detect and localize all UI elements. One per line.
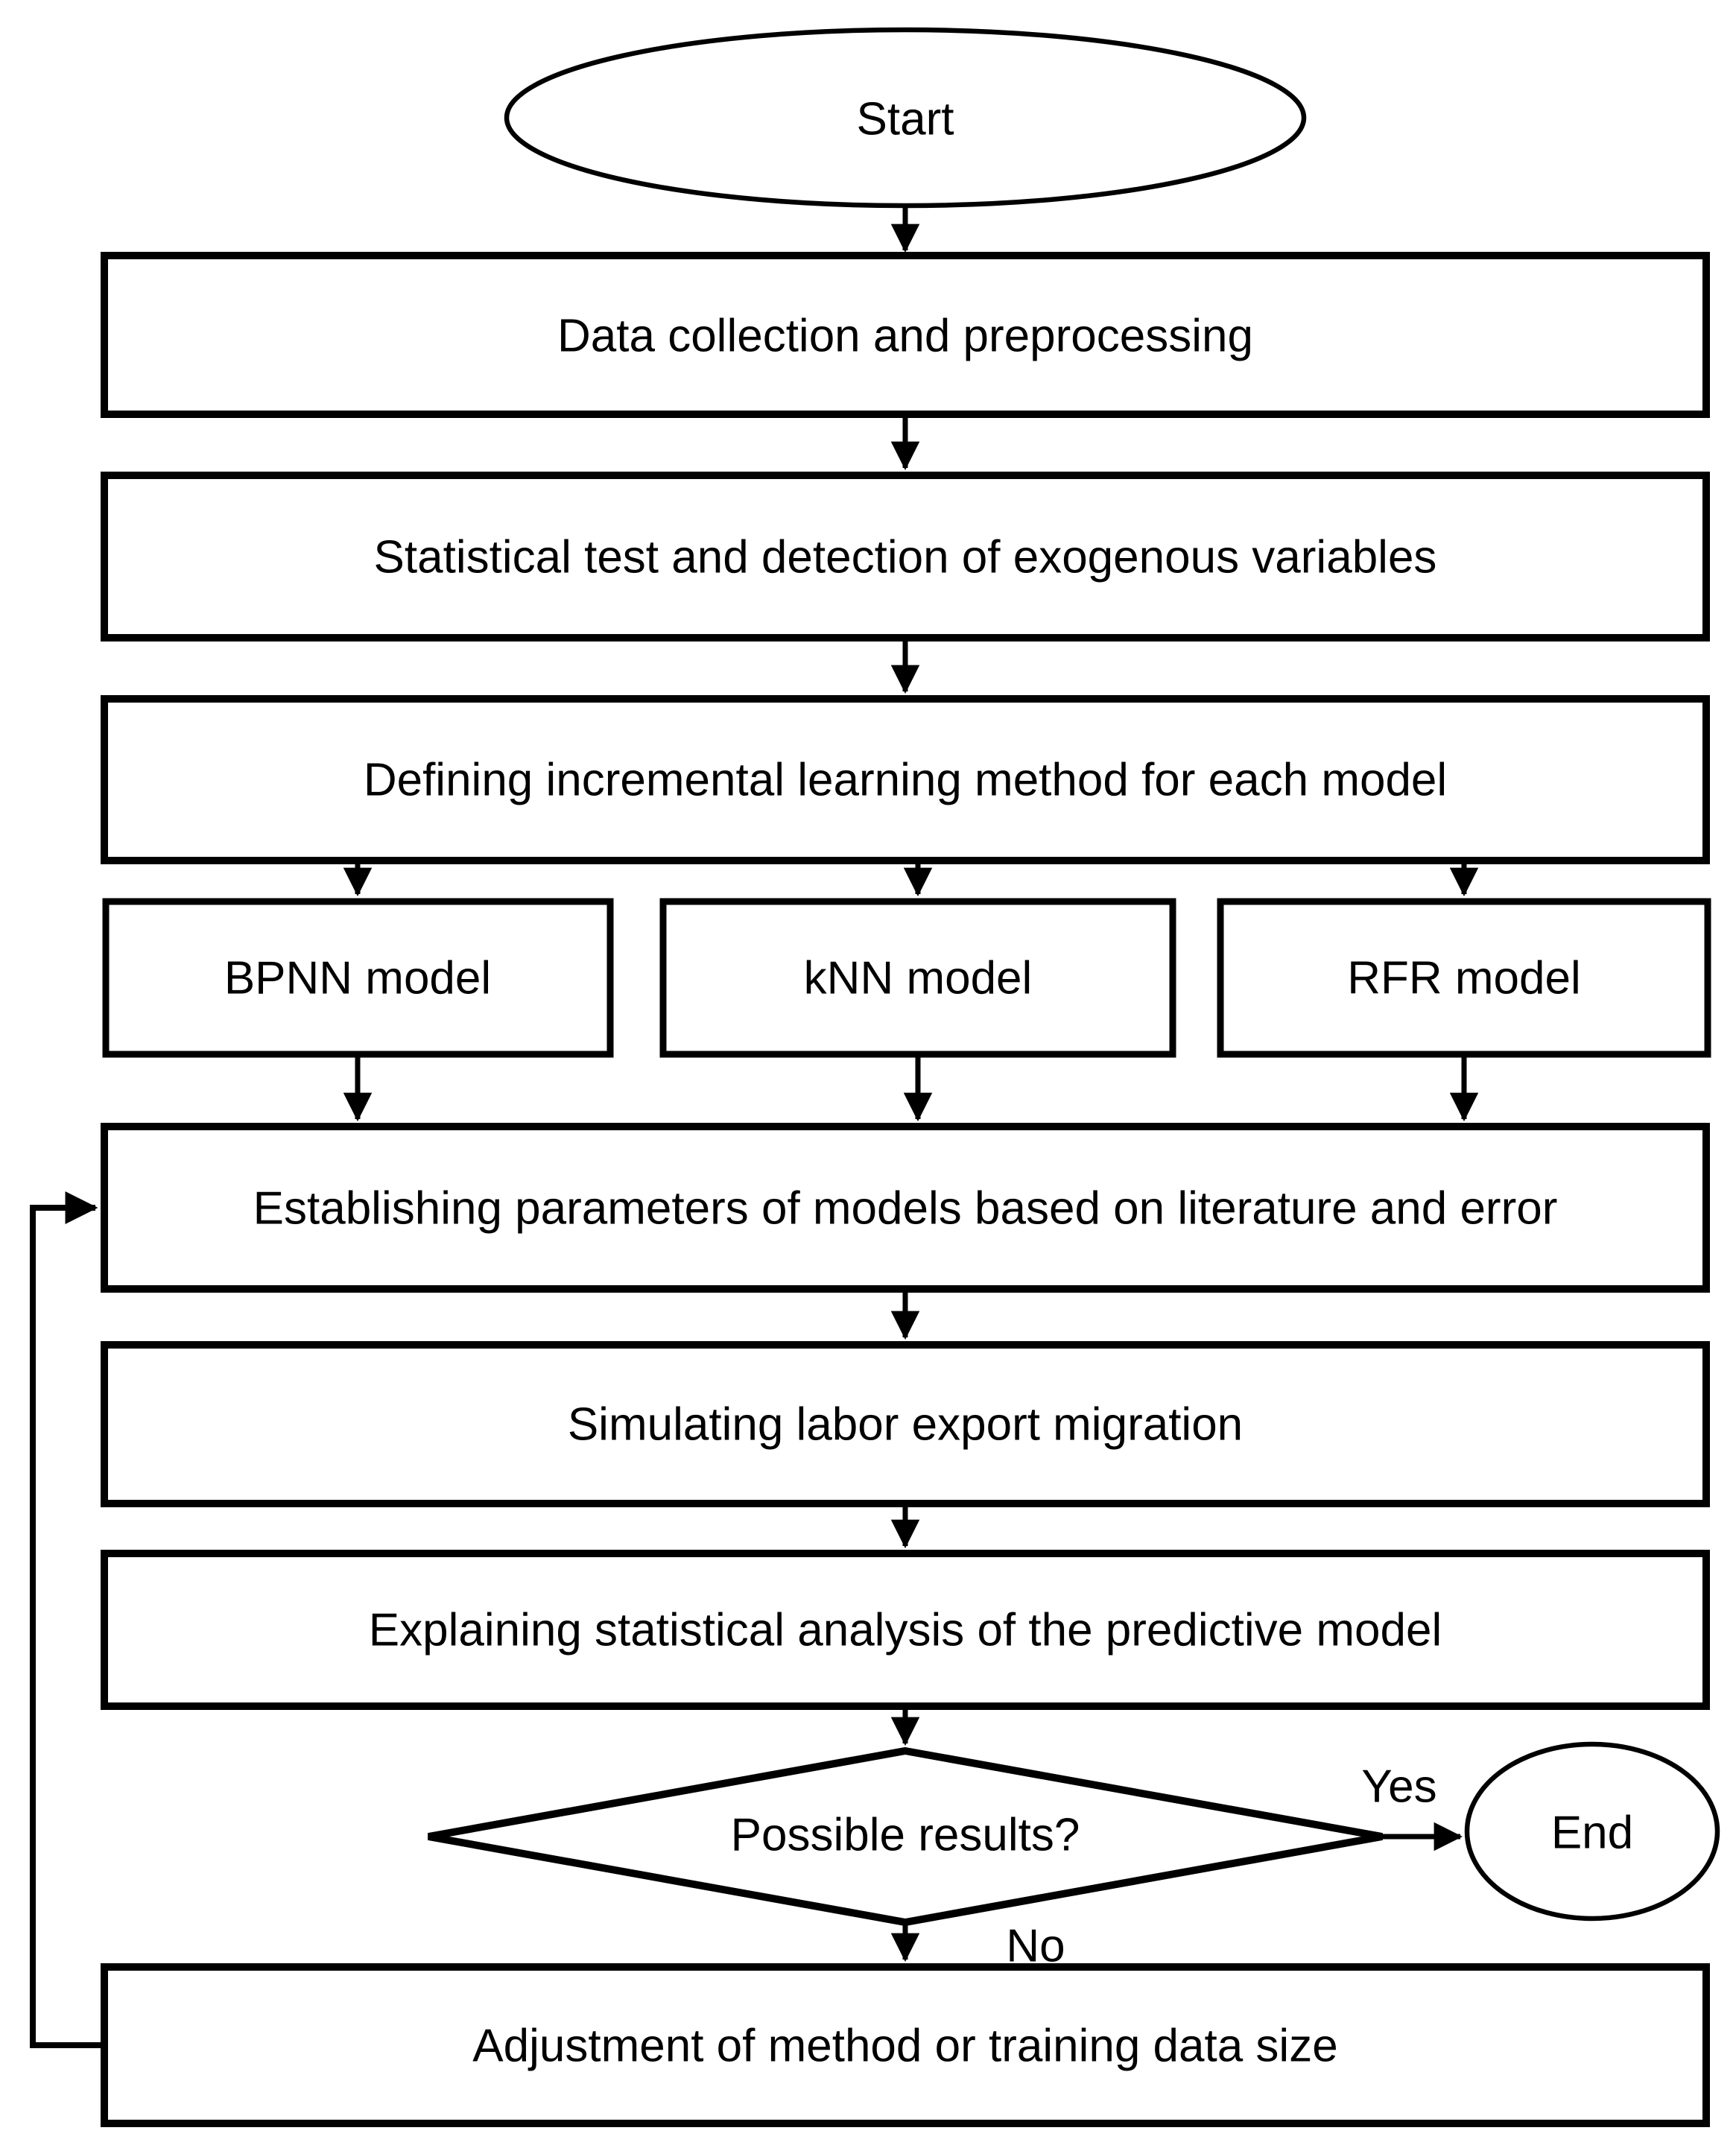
edge-adjustment-loop-to-establish-parameters <box>30 1191 104 2048</box>
process-establish-parameters <box>101 1123 1710 1293</box>
process-define-incremental <box>101 695 1710 864</box>
decision-possible-results-label: Possible results? <box>731 1810 1080 1861</box>
end-node-label: End <box>1551 1808 1633 1859</box>
process-statistical-test <box>101 472 1710 642</box>
process-adjustment-label: Adjustment of method or training data si… <box>472 2021 1337 2072</box>
process-explain-analysis-label: Explaining statistical analysis of the p… <box>369 1605 1442 1656</box>
process-knn-model-label: kNN model <box>804 953 1033 1004</box>
decision-possible-results <box>428 1746 1383 1927</box>
start-node-label: Start <box>857 94 954 145</box>
process-bpnn-model-label: BPNN model <box>224 953 491 1004</box>
yes-edge-label: Yes <box>1361 1761 1436 1813</box>
process-simulate-migration <box>101 1341 1710 1507</box>
process-establish-parameters-label: Establishing parameters of models based … <box>253 1183 1558 1235</box>
process-bpnn-model <box>102 898 614 1058</box>
process-define-incremental-label: Defining incremental learning method for… <box>364 755 1447 806</box>
process-explain-analysis <box>101 1550 1710 1710</box>
process-rfr-model-label: RFR model <box>1347 953 1581 1004</box>
process-data-collection-label: Data collection and preprocessing <box>557 311 1253 362</box>
end-node <box>1464 1741 1720 1922</box>
process-adjustment <box>101 1963 1710 2127</box>
process-data-collection <box>101 252 1710 418</box>
process-knn-model <box>659 898 1176 1058</box>
process-rfr-model <box>1217 898 1711 1058</box>
process-simulate-migration-label: Simulating labor export migration <box>568 1399 1243 1451</box>
process-statistical-test-label: Statistical test and detection of exogen… <box>374 532 1437 583</box>
start-node <box>504 27 1307 209</box>
